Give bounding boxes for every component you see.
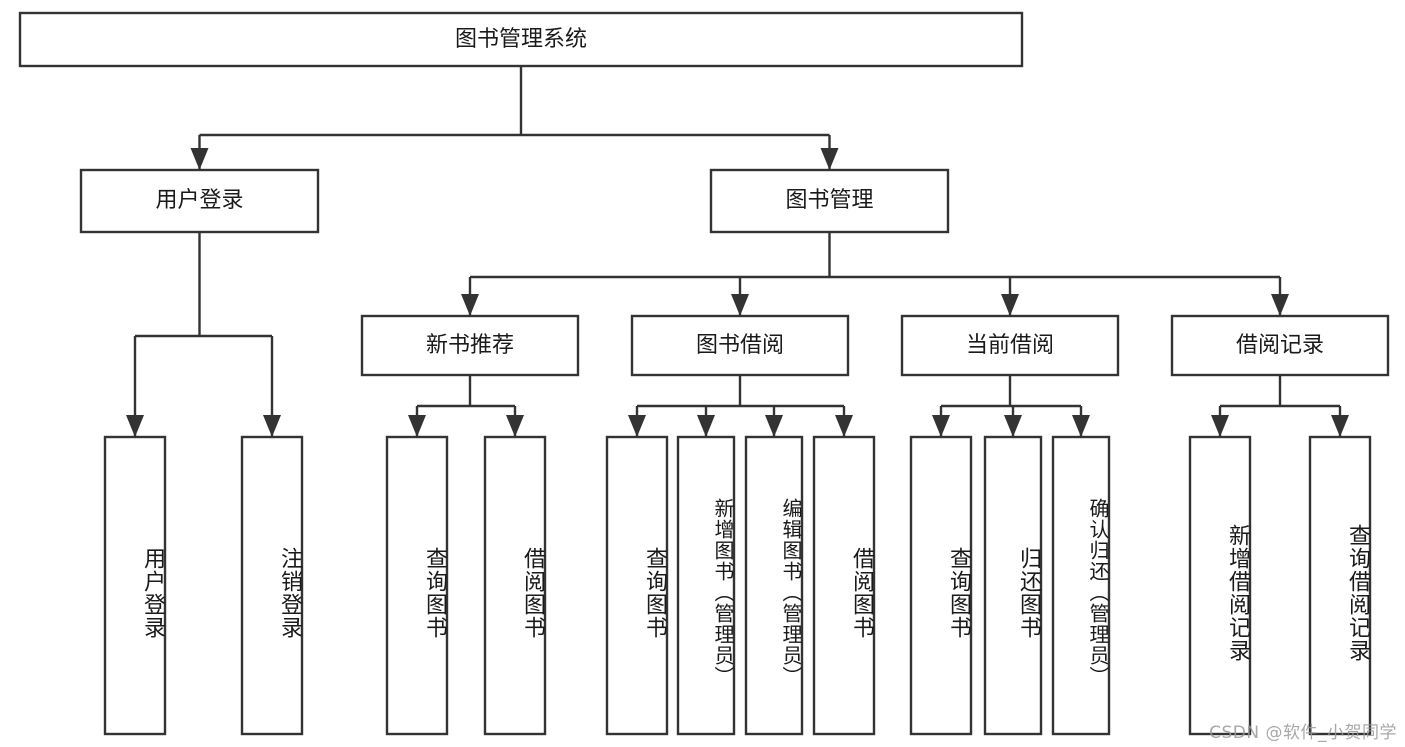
node-box-leaf-query-book-2 [605,435,669,736]
arrow-head-icon [1004,415,1022,437]
node-box-leaf-edit-book [744,435,804,736]
arrow-head-icon [506,415,524,437]
node-box-leaf-query-book-1 [385,435,449,736]
arrow-head-icon [765,415,783,437]
node-box-leaf-return-book [983,435,1043,736]
arrow-head-icon [731,294,749,316]
node-box-current [900,314,1120,377]
arrow-head-icon [1211,415,1229,437]
arrow-head-icon [263,415,281,437]
node-box-bookmgmt [709,168,950,234]
node-box-leaf-confirm-return [1051,435,1111,736]
node-box-records [1170,314,1390,377]
node-box-leaf-borrow-book-1 [483,435,547,736]
node-box-root [18,11,1024,68]
node-box-leaf-query-book-3 [909,435,973,736]
node-box-leaf-user-login [103,435,167,736]
arrow-head-icon [461,294,479,316]
watermark-text: CSDN @软件_小贺同学 [1209,723,1397,743]
arrow-head-icon [1001,294,1019,316]
arrow-head-icon [1072,415,1090,437]
arrow-head-icon [820,148,839,170]
node-box-borrow [630,314,850,377]
arrow-head-icon [1331,415,1349,437]
node-box-layer [18,11,1390,736]
arrow-head-icon [1271,294,1289,316]
node-box-leaf-borrow-book-2 [812,435,876,736]
arrow-head-icon [190,148,209,170]
node-box-leaf-add-book [676,435,736,736]
node-box-newbook [360,314,580,377]
arrow-head-icon [408,415,426,437]
arrow-head-icon [932,415,950,437]
arrow-head-icon [126,415,144,437]
node-box-leaf-add-record [1188,435,1252,736]
node-box-leaf-logout [240,435,304,736]
arrow-head-icon [835,415,853,437]
node-box-leaf-query-record [1308,435,1372,736]
arrow-head-icon [628,415,646,437]
arrow-head-icon [697,415,715,437]
connector-layer [126,66,1349,437]
node-box-login [79,168,320,234]
